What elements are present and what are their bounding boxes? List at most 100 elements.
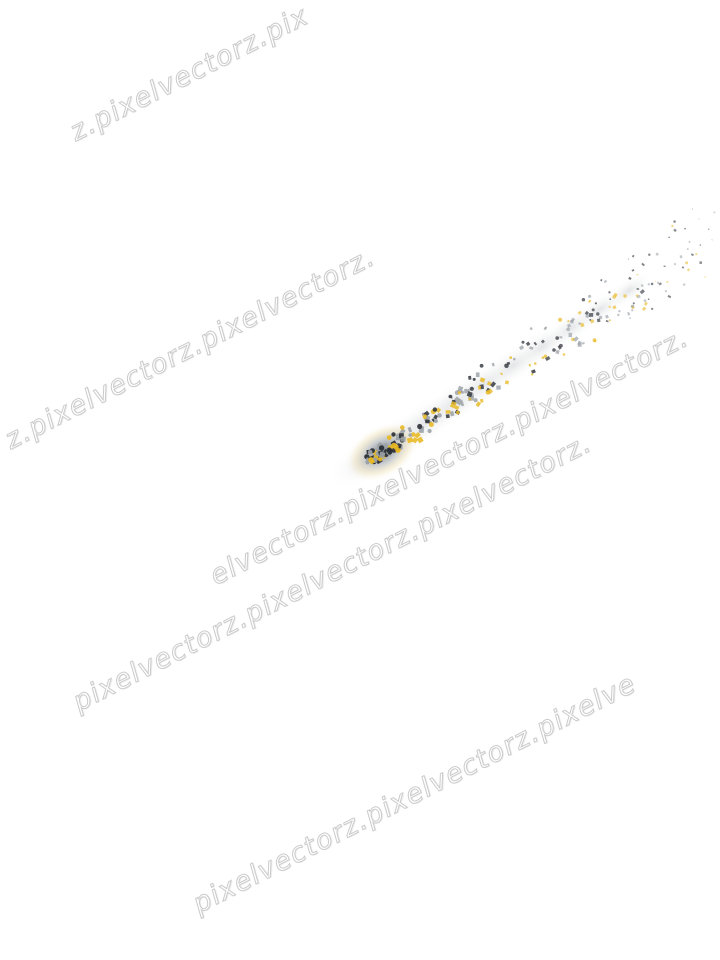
particle [617,313,620,317]
particle [713,211,716,214]
particle [406,437,414,444]
particle [573,336,579,342]
particle [605,320,609,323]
particle [437,413,442,418]
particle [557,345,562,350]
particle [612,305,617,310]
particle [609,319,611,322]
particle [530,369,536,374]
particle [386,435,392,440]
particle [478,385,481,390]
particle [628,276,632,281]
particle [641,262,645,267]
particle [534,362,537,365]
particle [600,279,603,282]
particle [631,254,635,258]
particle [416,436,424,444]
particle [552,348,556,352]
particle [378,451,386,459]
particle [588,312,594,317]
particle [543,354,548,358]
particle [681,266,685,269]
particle [683,283,686,286]
particle [504,363,509,369]
particle [475,372,480,378]
particle [468,397,472,401]
particle [636,274,639,276]
particle [699,261,703,265]
particle [639,289,645,295]
particle [640,284,644,288]
particle [695,253,698,256]
particle [655,252,659,256]
particle [376,441,384,450]
particle [486,381,492,386]
particle [378,457,383,462]
particle [679,255,683,259]
particle [651,307,654,310]
particle [460,401,465,407]
particle [475,401,482,408]
particle [596,318,601,323]
particle [585,314,590,318]
particle [448,394,453,399]
particle [555,349,560,355]
particle [545,355,551,361]
particle [521,340,525,344]
particle [435,407,442,414]
particle [577,310,582,315]
particle [581,298,586,302]
particle [698,218,700,220]
particle [428,422,434,427]
particle [629,316,631,320]
particle [648,253,651,256]
particle [684,227,686,230]
particle [541,356,545,359]
particle [632,302,635,305]
particle [432,407,438,412]
particle [386,447,392,453]
particle [518,345,525,351]
particle [655,280,657,282]
particle [690,253,695,257]
particle [540,339,545,344]
particle [643,301,648,306]
particle [708,228,710,230]
particle [479,363,484,368]
particle [525,341,531,347]
particle [631,269,635,272]
particle [587,299,592,304]
particle [631,306,635,310]
particle [400,425,405,430]
particle [491,362,495,367]
particle [479,377,486,383]
particle [533,341,538,346]
particle [496,385,501,390]
particle [635,294,639,298]
particle [368,457,374,463]
particle [567,320,570,323]
particle [566,327,570,332]
particle [699,244,702,246]
particle [411,437,419,444]
particle [664,289,668,293]
particle [433,414,439,420]
particle [414,432,421,439]
particle [608,305,612,309]
particle [612,295,616,299]
particle [558,317,563,322]
particle [455,410,460,415]
particle [691,208,693,210]
particle [479,398,484,403]
particle [711,238,713,241]
particle [568,332,573,338]
particle [454,405,460,411]
particle [473,398,478,403]
particle [422,414,428,420]
particle [529,327,533,330]
particle [596,312,600,316]
particle [594,302,598,305]
particle [581,341,585,345]
